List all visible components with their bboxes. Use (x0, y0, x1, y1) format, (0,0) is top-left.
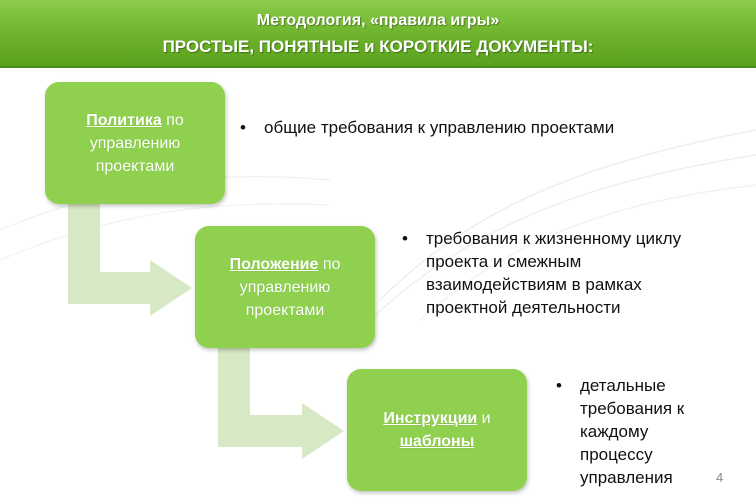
regulation-line3: проектами (245, 301, 325, 319)
bullet-line: процессу (580, 445, 653, 464)
bullet-policy: • общие требования к управлению проектам… (240, 116, 734, 139)
regulation-title: Положение (229, 255, 319, 273)
bullet-line: требования к жизненному циклу (426, 229, 682, 248)
instructions-title-rest: и (477, 410, 491, 427)
bullet-regulation: • требования к жизненному циклу проекта … (402, 227, 756, 319)
regulation-box: Положение по управлению проектами (195, 226, 375, 348)
bullet-instructions: • детальные требования к каждому процесс… (556, 374, 756, 489)
policy-line3: проектами (95, 157, 175, 175)
bullet-line: управления (580, 468, 673, 487)
bullet-marker: • (556, 376, 562, 395)
bullet-line: общие требования к управлению проектами (264, 118, 615, 137)
bullet-line: взаимодействиям в рамках (426, 275, 642, 294)
policy-title: Политика (86, 111, 162, 129)
templates-title: шаблоны (399, 433, 475, 450)
arrow-2 (218, 348, 344, 459)
bullet-marker: • (240, 118, 246, 137)
bullet-line: детальные (580, 376, 666, 395)
policy-title-rest: по (161, 111, 184, 129)
instructions-box: Инструкции и шаблоны (347, 369, 527, 491)
page-number: 4 (716, 470, 724, 485)
regulation-line2: управлению (239, 278, 331, 296)
bullet-line: требования к (580, 399, 685, 418)
bullet-line: проекта и смежным (426, 252, 582, 271)
policy-line2: управлению (89, 134, 181, 152)
instructions-title: Инструкции (383, 410, 478, 427)
header-title: Методология, «правила игры» (256, 12, 500, 29)
arrow-1 (68, 204, 192, 316)
header-subtitle: ПРОСТЫЕ, ПОНЯТНЫЕ и КОРОТКИЕ ДОКУМЕНТЫ: (162, 37, 594, 56)
slide-header: Методология, «правила игры» ПРОСТЫЕ, ПОН… (0, 0, 756, 68)
bullet-marker: • (402, 229, 408, 248)
policy-box: Политика по управлению проектами (45, 82, 225, 204)
bullet-line: проектной деятельности (426, 298, 621, 317)
bullet-line: каждому (580, 422, 649, 441)
regulation-title-rest: по (318, 255, 341, 273)
